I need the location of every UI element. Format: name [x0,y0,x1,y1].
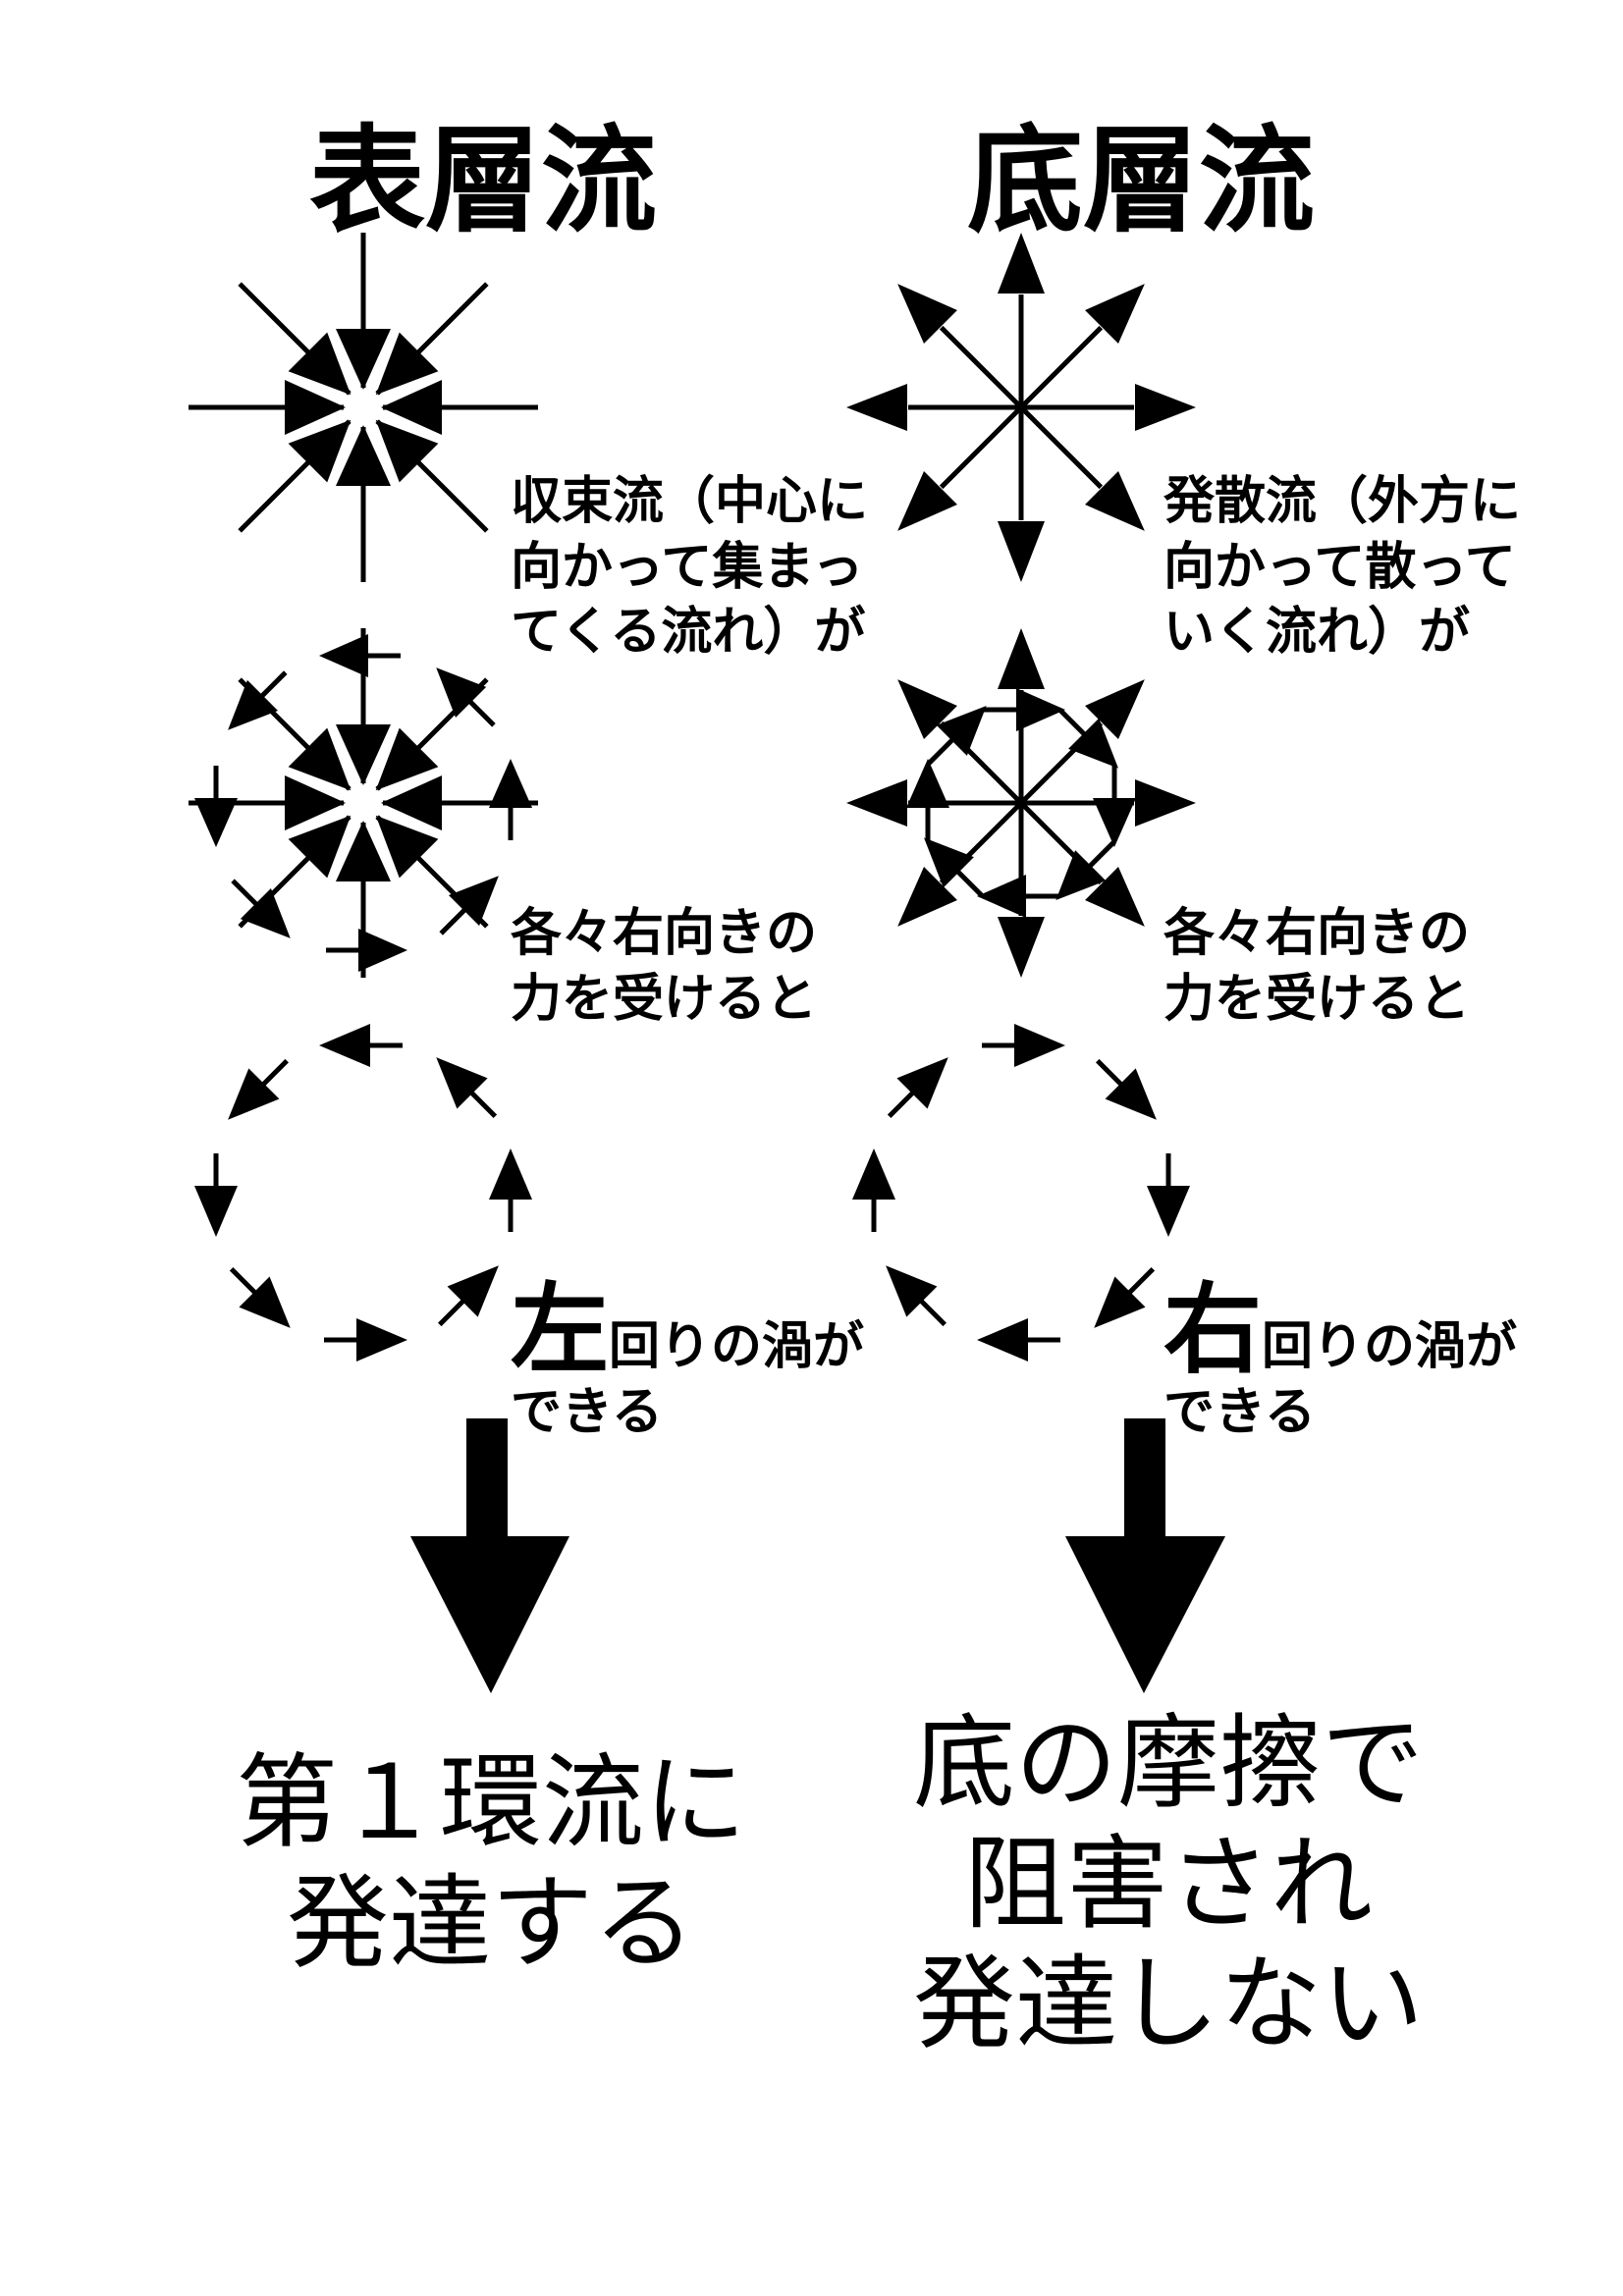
vortex-arrowhead [977,1318,1028,1362]
outflow-arrowhead [846,384,907,431]
inflow-arrowhead [288,727,352,791]
title-bottom-flow: 底層流 [967,113,1316,248]
outflow-arrowhead [897,679,957,739]
deflected-outflow-arrowhead [936,706,987,756]
inflow-arrowhead [285,380,346,435]
outflow-arrowhead [1085,867,1145,927]
vortex-arrowhead [239,1276,291,1328]
deflected-inflow-arrowhead [319,634,368,677]
inflow-arrowhead [288,419,352,483]
inflow-arrowhead [375,419,439,483]
counterclockwise-vortex-diagram [194,1024,532,1362]
inflow-arrowhead [336,724,391,785]
deflected-outflow-arrowhead [906,759,949,808]
caption-divergent-flow: 発散流（外方に 向かって散って いく流れ）が [1163,472,1522,663]
inflow-arrowhead [336,821,391,881]
deflected-outflow-arrowhead [1093,798,1136,847]
outflow-arrowhead [998,628,1045,689]
inflow-arrowhead [288,815,352,879]
vortex-arrowhead [1014,1024,1065,1067]
vortex-arrowhead [1105,1068,1157,1120]
inflow-arrowhead [336,425,391,486]
result-left: 第１環流に 発達する [235,1742,746,1983]
down-arrow-right [1065,1418,1225,1693]
vortex-arrowhead [1147,1186,1190,1237]
inflow-arrowhead [375,815,439,879]
inflow-arrowhead [285,775,346,830]
deflected-outflow-arrowhead [1055,850,1107,900]
vortex-arrowhead [356,1318,407,1362]
deflected-inflow-arrowhead [436,667,487,719]
title-surface-flow: 表層流 [309,113,658,248]
vortex-arrowhead [436,1057,488,1109]
deflected-inflow-arrowhead [489,759,532,808]
outflow-line [939,405,1023,490]
outflow-line [1019,405,1104,490]
outflow-arrowhead [998,521,1045,582]
outflow-arrowhead [998,917,1045,978]
outflow-arrowhead [1135,779,1196,827]
result-right: 底の摩擦で 阻害され 発達しない [912,1703,1424,2064]
vortex-arrowhead [319,1024,370,1067]
vortex-arrowhead [194,1186,238,1237]
outflow-arrowhead [1085,471,1145,531]
outflow-line [939,325,1023,409]
deflected-inflow-arrowhead [228,679,279,730]
deflected-outflow-arrowhead [924,837,974,888]
deflected-inflow-arrowhead [448,876,499,927]
deflected-outflow-arrowhead [1016,688,1065,731]
deflected-inflow-arrowhead [194,798,238,847]
inflow-arrowhead [381,775,442,830]
deflected-outflow-arrowhead [1068,718,1118,769]
vortex-arrowhead [447,1265,499,1317]
vortex-arrowhead [896,1057,948,1109]
vortex-arrowhead [852,1148,895,1200]
inflow-arrowhead [375,727,439,791]
outflow-line [1019,325,1104,409]
caption-right-force-right: 各々右向きの 力を受けると [1163,904,1471,1029]
clockwise-vortex-diagram [852,1024,1190,1362]
outflow-arrowhead [998,233,1045,294]
vortex-arrowhead [489,1148,532,1200]
deflected-inflow-arrowhead [240,887,291,938]
outflow-arrowhead [1135,384,1196,431]
outflow-arrowhead [897,284,957,344]
outflow-arrowhead [897,867,957,927]
inflow-arrowhead [375,332,439,396]
outflow-arrowhead [897,471,957,531]
inflow-arrowhead [381,380,442,435]
inflow-arrowhead [288,332,352,396]
caption-vortex-left: 左回りの渦が できる [511,1272,865,1442]
down-arrow-left [410,1418,569,1693]
outflow-arrowhead [1085,284,1145,344]
vortex-arrowhead [886,1265,938,1317]
caption-right-force-left: 各々右向きの 力を受けると [511,904,818,1029]
vortex-arrowhead [228,1068,280,1120]
convergent-flow-diagram [189,233,538,582]
divergent-flow-diagram [846,233,1196,582]
vortex-arrowhead [1094,1276,1146,1328]
divergent-deflected-diagram [846,628,1196,978]
caption-convergent-flow: 収束流（中心に 向かって集まっ てくる流れ）が [511,472,869,663]
deflected-inflow-arrowhead [358,929,407,972]
outflow-arrowhead [846,779,907,827]
deflected-outflow-arrowhead [977,875,1026,918]
inflow-arrowhead [336,329,391,390]
convergent-deflected-diagram [189,628,538,978]
caption-vortex-right: 右回りの渦が できる [1163,1272,1518,1442]
outflow-arrowhead [1085,679,1145,739]
